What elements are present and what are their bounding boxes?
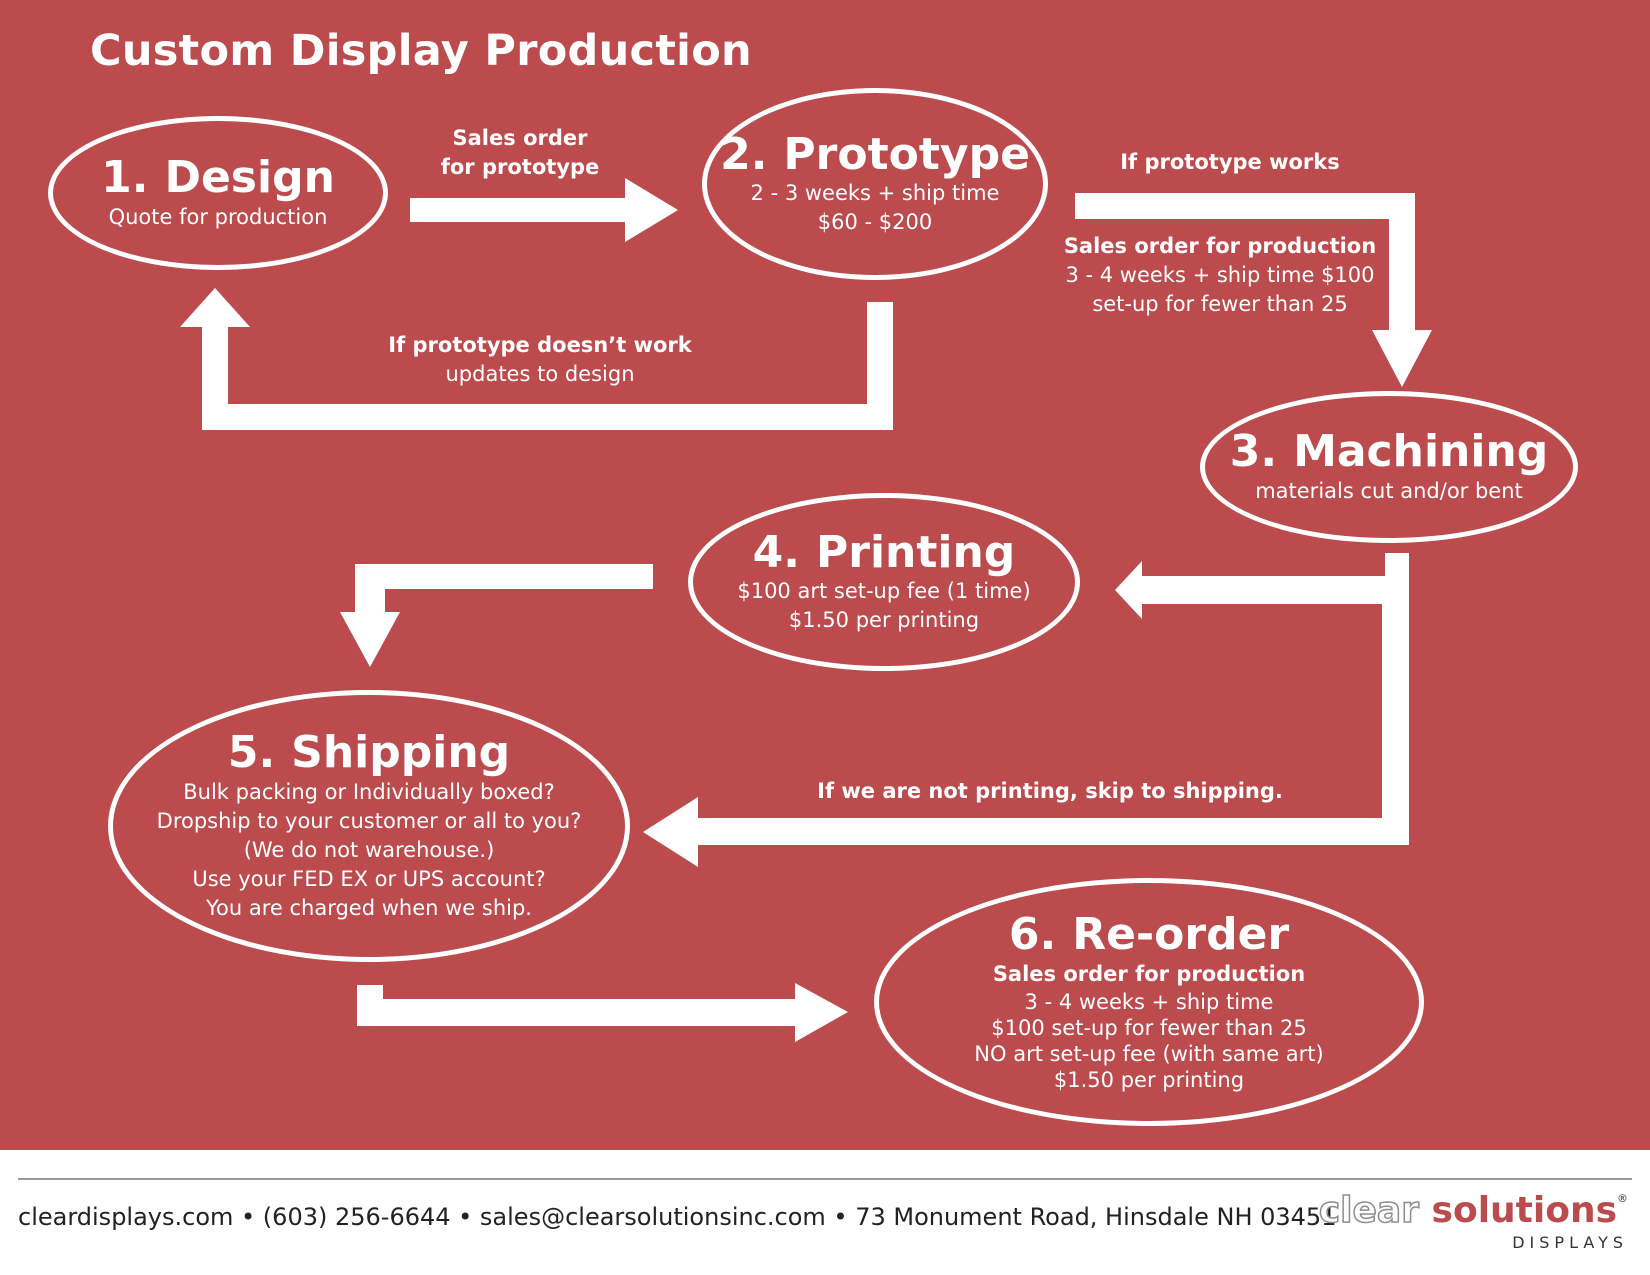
label-sales-order-prototype: Sales order for prototype [430,124,610,182]
step-number: 2. [720,128,768,180]
step-printing-node: 4.Printing $100 art set-up fee (1 time) … [688,493,1080,671]
footer-divider [18,1178,1632,1180]
diagram-panel: Custom Display Production 1. Design Quote… [0,0,1650,1150]
page-title: Custom Display Production [90,26,752,76]
label-line: 3 - 4 weeks + ship time $100 [1065,263,1375,287]
step-title: Design [164,152,335,204]
step-reorder-heading: 6. Re-order [1009,911,1289,959]
logo-subtitle: DISPLAYS [1512,1233,1628,1252]
label-line: Sales order for production [1063,234,1377,258]
arrow-machining-to-printing [1115,553,1409,845]
step-detail: Use your FED EX or UPS account? [192,866,546,891]
arrow-prototype-back-to-design [180,288,893,430]
step-prototype-node: 2. Prototype 2 - 3 weeks + ship time $60 … [702,88,1048,280]
step-detail: $1.50 per printing [1053,1067,1245,1092]
step-detail: materials cut and/or bent [1255,478,1523,503]
step-title: Re-order [1072,909,1290,961]
step-design-heading: 1. Design [101,154,335,202]
step-detail: $100 set-up for fewer than 25 [991,1015,1307,1040]
label-sales-order-production: Sales order for production 3 - 4 weeks +… [1040,232,1400,319]
step-title: Printing [816,526,1016,578]
label-prototype-works: If prototype works [1100,148,1360,177]
arrow-skip-to-shipping [643,797,1409,867]
arrow-shipping-to-reorder [357,983,848,1042]
step-detail: $60 - $200 [817,210,933,235]
step-detail-bold: Sales order for production [992,961,1306,986]
step-reorder-node: 6. Re-order Sales order for production 3 … [874,878,1424,1126]
label-line: If prototype doesn’t work [388,333,692,357]
label-line: If prototype works [1120,150,1340,174]
step-detail: Bulk packing or Individually boxed? [183,779,555,804]
step-detail: You are charged when we ship. [205,895,532,920]
arrow-printing-to-shipping [340,564,653,667]
step-number: 6. [1008,909,1057,961]
step-title: Shipping [291,727,511,779]
arrow-design-to-prototype [410,178,678,242]
step-prototype-heading: 2. Prototype [720,128,1030,180]
footer-contact: cleardisplays.com • (603) 256-6644 • sal… [18,1203,1337,1231]
logo-solutions-text: solutions [1431,1190,1617,1231]
step-detail: $1.50 per printing [788,608,980,633]
company-logo: clear solutions® DISPLAYS [1318,1190,1628,1252]
step-title: Machining [1293,426,1549,478]
step-number: 5. [227,727,276,779]
step-detail: 3 - 4 weeks + ship time [1024,989,1274,1014]
label-line: Sales order [452,126,588,150]
step-shipping-node: 5. Shipping Bulk packing or Individually … [108,690,630,962]
step-number: 1. [101,152,149,204]
step-detail: 2 - 3 weeks + ship time [750,181,1000,206]
step-number: 4. [752,526,801,578]
step-printing-heading: 4. Printing [752,526,1016,578]
registered-mark: ® [1617,1192,1628,1205]
arrow-prototype-to-machining [1075,193,1432,387]
step-number: 3. [1229,426,1278,478]
step-title: Prototype [783,128,1030,180]
label-line: for prototype [440,155,600,179]
flow-arrows [180,178,1432,1042]
step-machining-node: 3. Machining materials cut and/or bent [1200,391,1578,543]
step-detail: Quote for production [108,204,328,229]
step-machining-heading: 3. Machining [1230,428,1549,476]
step-detail: (We do not warehouse.) [243,837,495,862]
step-detail: NO art set-up fee (with same art) [974,1041,1324,1066]
step-detail: $100 art set-up fee (1 time) [737,579,1031,604]
step-detail: Dropship to your customer or all to you? [156,808,582,833]
logo-clear-text: clear [1318,1190,1420,1231]
label-line: set-up for fewer than 25 [1092,292,1348,316]
label-skip-printing: If we are not printing, skip to shipping… [800,777,1300,806]
label-line: updates to design [445,362,635,386]
label-line: If we are not printing, skip to shipping… [817,779,1283,803]
label-prototype-fails: If prototype doesn’t work updates to des… [360,331,720,389]
step-design-node: 1. Design Quote for production [48,116,388,270]
logo-wordmark: clear solutions® [1318,1190,1628,1231]
step-shipping-heading: 5. Shipping [228,729,510,777]
